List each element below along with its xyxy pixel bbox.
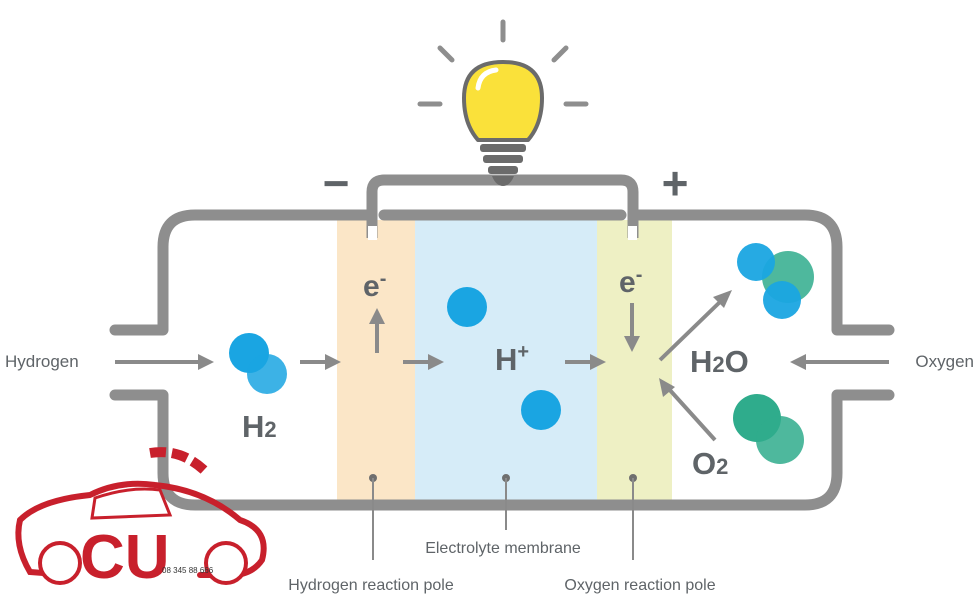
oxygen-molecule (733, 394, 804, 464)
arrow-h2-to-anode (300, 354, 341, 370)
arrow-electron-up (369, 308, 385, 353)
hydrogen-reaction-pole-label: Hydrogen reaction pole (288, 577, 454, 594)
arrow-membrane-to-cathode (565, 354, 606, 370)
oxygen-reaction-pole-zone (597, 220, 672, 500)
hydrogen-ion-label: H+ (495, 341, 529, 377)
electron-label-right: e- (619, 264, 642, 299)
electrode-right-cap (628, 226, 637, 240)
oxygen-reaction-pole-label: Oxygen reaction pole (564, 577, 715, 594)
arrow-anode-to-membrane (403, 354, 444, 370)
logo-phone: 08 345 88 666 (162, 566, 214, 575)
electron-label-left: e- (363, 268, 386, 303)
light-bulb-icon (417, 19, 589, 186)
water-molecule (737, 243, 814, 319)
arrow-oxygen-to-cathode (659, 378, 717, 442)
water-label: H2O (690, 344, 749, 379)
logo-text: CU (80, 523, 170, 592)
arrow-electron-down (624, 303, 640, 352)
negative-terminal-sign: − (323, 157, 350, 209)
positive-terminal-sign: + (662, 157, 689, 209)
hydrogen-input-label: Hydrogen (5, 352, 79, 371)
electrode-left-cap (368, 226, 377, 240)
electrolyte-membrane-label: Electrolyte membrane (425, 540, 581, 557)
o2-label: O2 (692, 446, 728, 481)
arrow-to-water (658, 290, 732, 362)
hydrogen-ion-particle-2 (521, 390, 561, 430)
arrow-hydrogen-in (115, 354, 214, 370)
hydrogen-molecule (229, 333, 287, 394)
leader-lines (369, 474, 637, 560)
h2-label: H2 (242, 409, 277, 444)
arrow-oxygen-in (790, 354, 889, 370)
hydrogen-ion-particle-1 (447, 287, 487, 327)
flow-arrows (115, 290, 889, 442)
hydrogen-reaction-pole-zone (337, 220, 415, 500)
cu-watermark-logo: CU 08 345 88 666 (15, 447, 267, 592)
oxygen-input-label: Oxygen (915, 352, 974, 371)
cell-frame (109, 209, 895, 511)
